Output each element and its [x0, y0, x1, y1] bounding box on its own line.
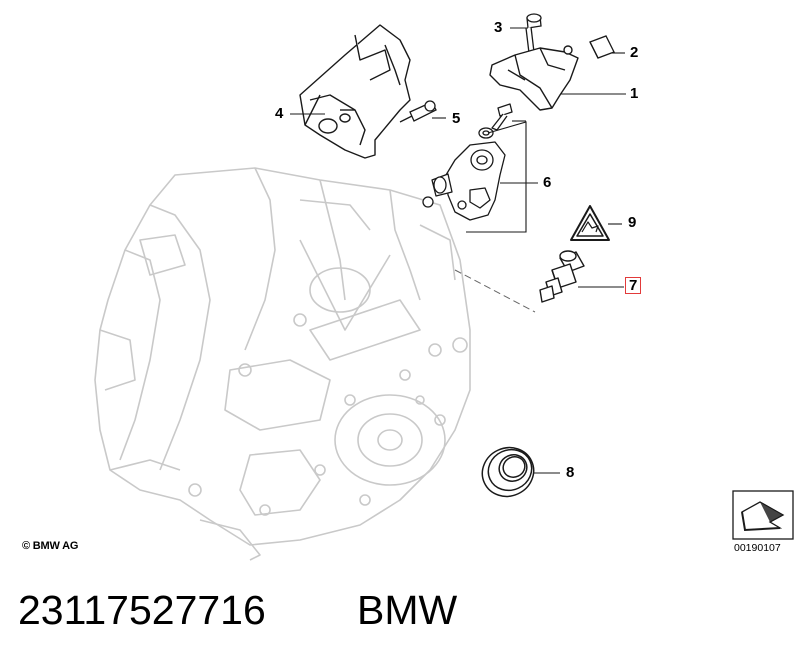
callout-5: 5: [452, 110, 461, 127]
install-guide-line: [454, 269, 536, 313]
callout-3: 3: [494, 19, 503, 36]
part-9-warning-label: [570, 205, 610, 241]
direction-indicator-box: [732, 490, 794, 540]
callout-7-highlighted[interactable]: 7: [625, 277, 642, 294]
callout-6: 6: [543, 174, 552, 191]
callout-leaders: [290, 27, 626, 474]
part-1-holder: [489, 45, 579, 111]
part-7-sensor: [539, 250, 585, 303]
callout-4: 4: [275, 105, 284, 122]
part-6-bracket-assembly: [422, 103, 513, 221]
callout-9: 9: [628, 214, 637, 231]
brand-name: BMW: [357, 587, 458, 633]
callout-1: 1: [630, 85, 639, 102]
part-number: 23117527716: [18, 587, 266, 633]
transmission-housing-ghost: [94, 167, 471, 561]
diagram-number: 00190107: [734, 542, 781, 554]
callout-8: 8: [566, 464, 575, 481]
copyright-text: © BMW AG: [22, 540, 79, 552]
part-8-shaft-seal: [481, 446, 535, 498]
parts-diagram: [94, 13, 794, 561]
part-4-mount-bracket: [299, 24, 411, 159]
part-5-bolt: [399, 100, 437, 123]
part-2-clip: [589, 35, 615, 59]
part-3-bolt: [525, 13, 542, 54]
callout-2: 2: [630, 44, 639, 61]
